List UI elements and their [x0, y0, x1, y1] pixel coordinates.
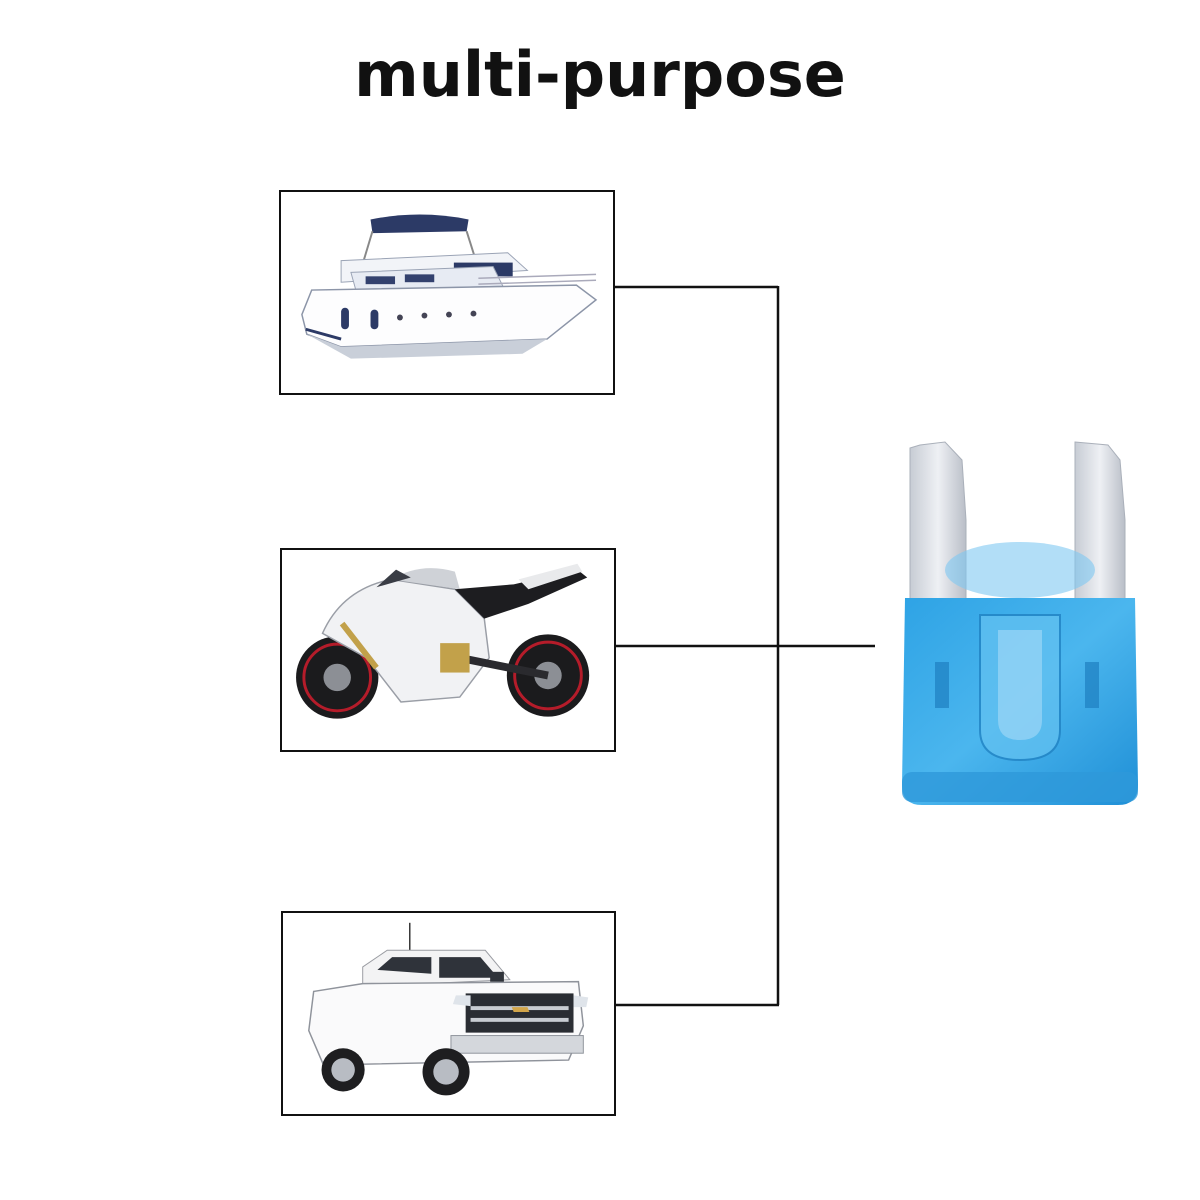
- motorcycle-image-frame: [280, 548, 616, 752]
- motorcycle-image: [296, 563, 590, 719]
- pickup-truck-image: [308, 922, 589, 1096]
- boat-image: [301, 214, 598, 359]
- pickup-truck-image-frame: [281, 911, 616, 1116]
- boat-image-frame: [279, 190, 615, 395]
- mini-blade-fuse-image: [902, 441, 1138, 805]
- page-title: multi-purpose: [354, 38, 846, 111]
